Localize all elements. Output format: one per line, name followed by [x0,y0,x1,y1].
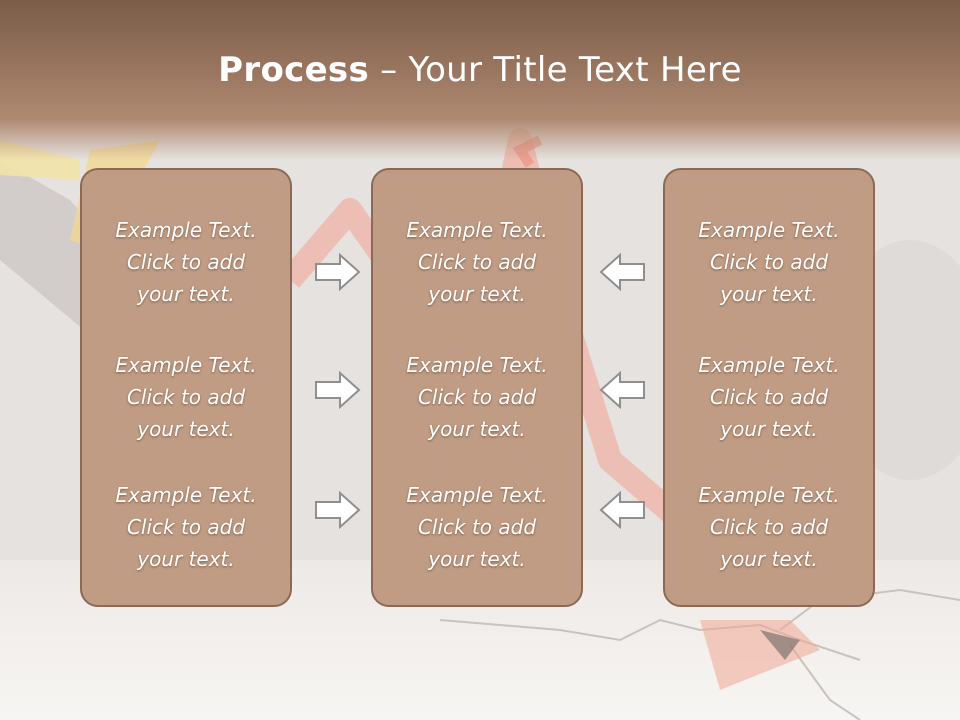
title-band [0,0,960,160]
arrow-left-icon[interactable] [598,252,646,292]
process-box-center[interactable]: Example Text. Click to add your text. Ex… [371,168,583,607]
text-line: Example Text. [698,353,840,377]
text-line: your text. [137,417,235,441]
text-line: your text. [720,547,818,571]
text-line: your text. [720,282,818,306]
text-line: your text. [137,547,235,571]
title-rest: – Your Title Text Here [369,50,742,90]
text-placeholder[interactable]: Example Text. Click to add your text. [373,479,581,575]
arrow-right-icon[interactable] [314,252,362,292]
text-line: Example Text. [406,483,548,507]
slide-title[interactable]: Process – Your Title Text Here [0,50,960,90]
text-line: Example Text. [115,218,257,242]
text-placeholder[interactable]: Example Text. Click to add your text. [373,349,581,445]
title-bold: Process [218,50,370,90]
text-line: Click to add [417,385,537,409]
text-line: your text. [428,282,526,306]
text-line: Click to add [417,515,537,539]
text-placeholder[interactable]: Example Text. Click to add your text. [82,479,290,575]
text-line: Click to add [709,250,829,274]
text-line: Click to add [126,385,246,409]
text-line: Example Text. [115,353,257,377]
text-line: Click to add [126,250,246,274]
text-placeholder[interactable]: Example Text. Click to add your text. [373,214,581,310]
text-placeholder[interactable]: Example Text. Click to add your text. [665,479,873,575]
text-placeholder[interactable]: Example Text. Click to add your text. [82,349,290,445]
text-line: Example Text. [698,218,840,242]
text-placeholder[interactable]: Example Text. Click to add your text. [665,349,873,445]
arrow-right-icon[interactable] [314,490,362,530]
arrow-left-icon[interactable] [598,370,646,410]
text-line: your text. [428,417,526,441]
text-line: Example Text. [406,218,548,242]
arrow-right-icon[interactable] [314,370,362,410]
process-box-left[interactable]: Example Text. Click to add your text. Ex… [80,168,292,607]
text-line: Example Text. [115,483,257,507]
text-line: your text. [720,417,818,441]
text-line: Click to add [126,515,246,539]
text-line: Example Text. [698,483,840,507]
text-placeholder[interactable]: Example Text. Click to add your text. [82,214,290,310]
text-line: Click to add [417,250,537,274]
text-line: Example Text. [406,353,548,377]
text-line: Click to add [709,515,829,539]
text-line: Click to add [709,385,829,409]
text-line: your text. [137,282,235,306]
text-placeholder[interactable]: Example Text. Click to add your text. [665,214,873,310]
arrow-left-icon[interactable] [598,490,646,530]
process-box-right[interactable]: Example Text. Click to add your text. Ex… [663,168,875,607]
text-line: your text. [428,547,526,571]
